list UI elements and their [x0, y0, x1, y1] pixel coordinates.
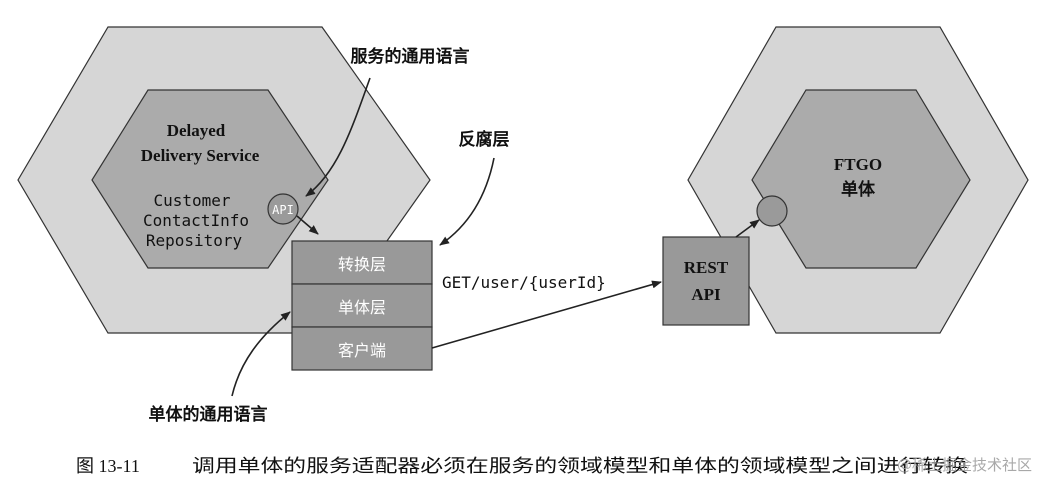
adapter-layer-monolith	[291, 283, 433, 328]
service-name-line1: Delayed	[167, 121, 226, 140]
rest-to-monolith-arrow	[735, 219, 760, 238]
service-language-label: 服务的通用语言	[351, 46, 470, 67]
repository-line3: Repository	[146, 231, 243, 250]
monolith-name-line1: FTGO	[834, 155, 882, 174]
service-language-arrow	[305, 77, 371, 197]
request-arrow	[431, 280, 662, 349]
adapter-layer-monolith-label: 单体层	[338, 298, 386, 317]
adapter-stack: 转换层 单体层 客户端	[291, 240, 433, 371]
monolith-language-arrow	[231, 311, 291, 397]
watermark: @稀土掘金技术社区	[897, 456, 1032, 474]
adapter-layer-client-label: 客户端	[338, 341, 386, 360]
service-name-line2: Delivery Service	[141, 146, 260, 165]
monolith-name-line2: 单体	[841, 179, 876, 200]
monolith-language-label: 单体的通用语言	[149, 404, 268, 425]
api-port-label: API	[272, 203, 294, 217]
figure-number: 图 13-11	[76, 456, 140, 476]
anti-corruption-arrow	[439, 157, 495, 246]
figure-caption: 调用单体的服务适配器必须在服务的领域模型和单体的领域模型之间进行转换	[192, 456, 968, 477]
service-inner-hexagon	[91, 89, 329, 269]
adapter-layer-translation-label: 转换层	[338, 255, 386, 274]
api-to-adapter-arrow	[296, 215, 319, 235]
anti-corruption-label: 反腐层	[459, 129, 510, 150]
monolith-inner-hexagon	[751, 89, 971, 269]
rest-api-line2: API	[691, 285, 721, 304]
repository-line2: ContactInfo	[143, 211, 249, 230]
api-port-circle	[267, 193, 299, 225]
rest-api-line1: REST	[684, 258, 729, 277]
request-label: GET/user/{userId}	[442, 273, 606, 292]
repository-line1: Customer	[153, 191, 230, 210]
adapter-layer-client	[291, 326, 433, 371]
rest-api-box	[662, 236, 750, 326]
monolith-port-circle	[756, 195, 788, 227]
